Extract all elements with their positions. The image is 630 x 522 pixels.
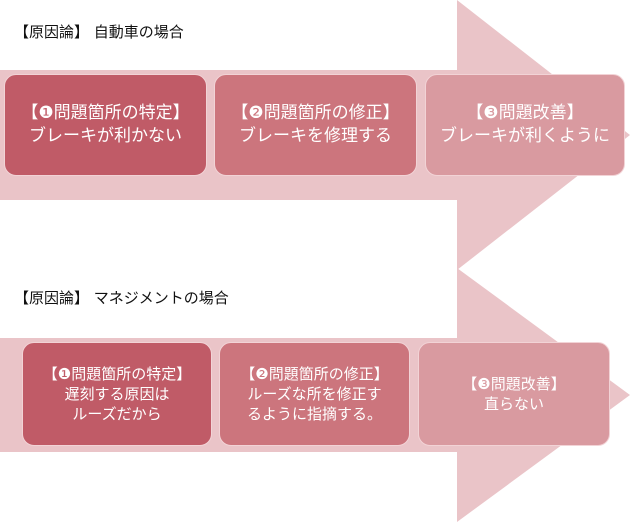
step-box-fix: 【❷問題箇所の修正】 ルーズな所を修正す るように指摘する。 xyxy=(219,342,410,446)
step-text: ブレーキが利かない xyxy=(29,126,182,146)
step-box-identify: 【❶問題箇所の特定】 ブレーキが利かない xyxy=(4,74,207,176)
step-heading: 【❷問題箇所の修正】 xyxy=(231,103,400,124)
step-box-improve: 【❸問題改善】 直らない xyxy=(418,342,610,446)
step-text: るように指摘する。 xyxy=(246,405,382,424)
step-text: ルーズな所を修正す xyxy=(247,384,382,403)
step-heading: 【❶問題箇所の特定】 xyxy=(21,103,190,124)
section-title-car: 【原因論】 自動車の場合 xyxy=(14,23,184,41)
step-box-improve: 【❸問題改善】 ブレーキが利くように xyxy=(425,74,625,176)
step-text: ブレーキを修理する xyxy=(239,126,392,146)
step-text: 遅刻する原因は xyxy=(64,384,170,403)
step-box-identify: 【❶問題箇所の特定】 遅刻する原因は ルーズだから xyxy=(22,342,212,446)
step-box-fix: 【❷問題箇所の修正】 ブレーキを修理する xyxy=(214,74,417,176)
step-heading: 【❸問題改善】 xyxy=(462,374,566,393)
step-text: ブレーキが利くように xyxy=(440,126,610,146)
step-text: ルーズだから xyxy=(72,405,162,424)
step-heading: 【❸問題改善】 xyxy=(466,103,584,124)
section-title-management: 【原因論】 マネジメントの場合 xyxy=(14,289,229,307)
step-text: 直らない xyxy=(483,395,544,413)
step-heading: 【❷問題箇所の修正】 xyxy=(240,364,389,383)
step-heading: 【❶問題箇所の特定】 xyxy=(42,364,192,383)
